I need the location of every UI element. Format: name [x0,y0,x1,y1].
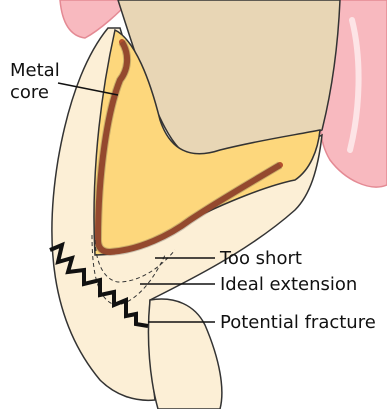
metal-core-label-line1: Metal [10,60,60,81]
potential-fracture-label: Potential fracture [220,312,376,333]
too-short-label: Too short [219,248,302,269]
lower-tooth [148,299,221,409]
metal-core-label-line2: core [10,82,49,103]
ideal-extension-label: Ideal extension [220,274,357,295]
